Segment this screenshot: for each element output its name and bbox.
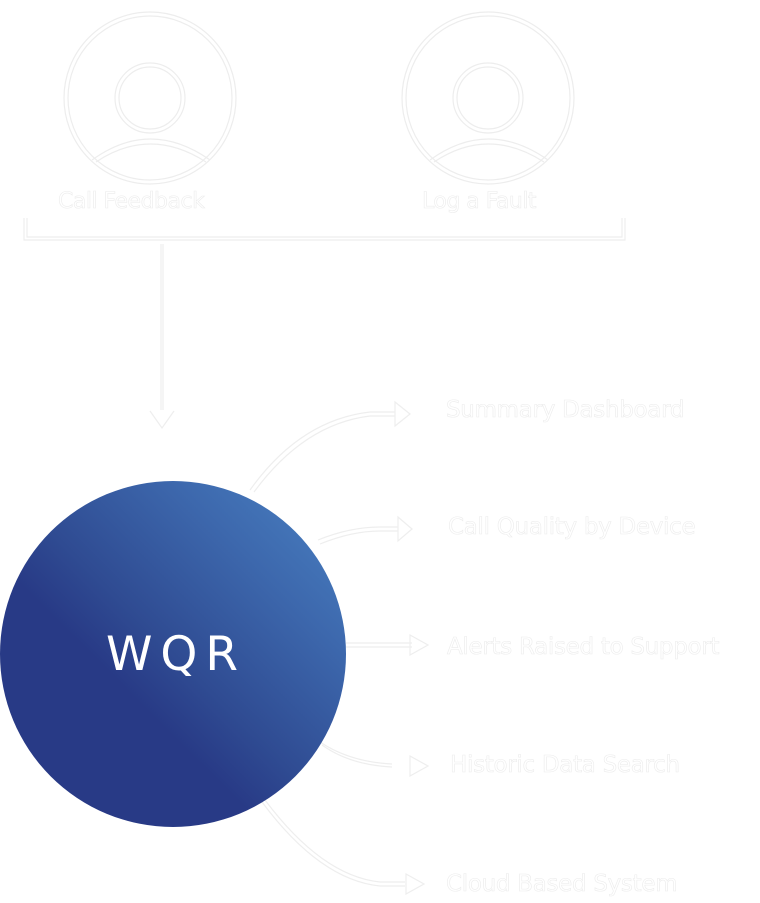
output-summary-dashboard: Summary Dashboard <box>446 397 685 424</box>
output-call-quality-by-device: Call Quality by Device <box>448 514 696 541</box>
output-alerts-raised-to-support: Alerts Raised to Support <box>447 634 720 661</box>
output-historic-data-search: Historic Data Search <box>450 752 681 779</box>
input-label-log-a-fault: Log a Fault <box>422 189 537 215</box>
user-icon <box>63 11 237 185</box>
user-icon <box>401 11 575 185</box>
hub-title: WQR <box>105 626 247 682</box>
output-connectors <box>249 400 430 896</box>
input-bracket <box>23 218 626 241</box>
input-label-call-feedback: Call Feedback <box>58 189 205 215</box>
wqr-hub: WQR <box>0 481 346 827</box>
down-arrow <box>149 244 175 430</box>
output-cloud-based-system: Cloud Based System <box>446 871 678 898</box>
